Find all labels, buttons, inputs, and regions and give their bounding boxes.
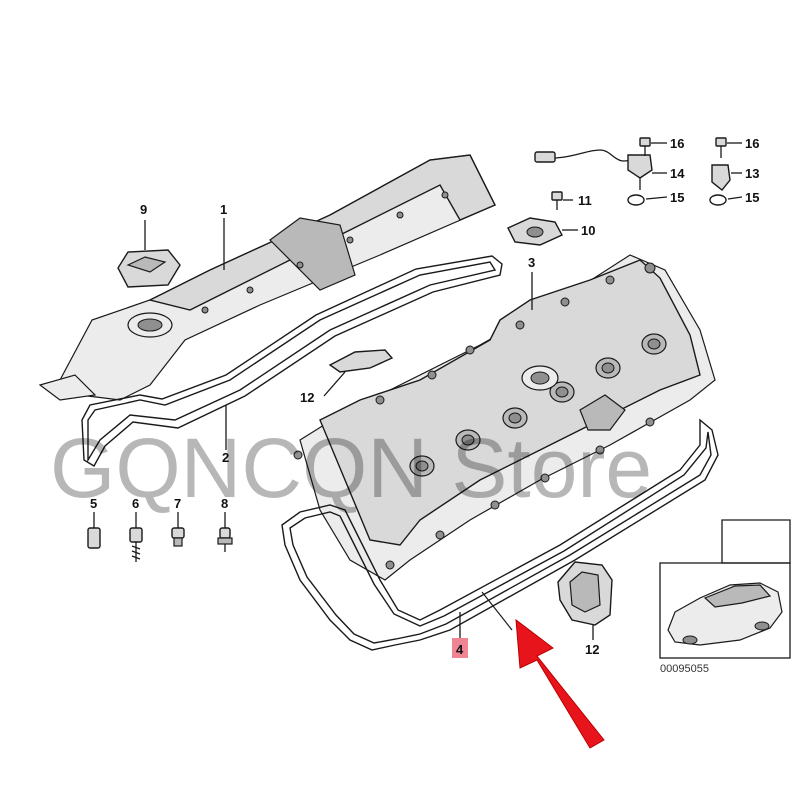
callout-15-right: 15 <box>745 190 759 205</box>
callout-2: 2 <box>222 450 229 465</box>
callout-16-right: 16 <box>745 136 759 151</box>
bolt-5-part <box>87 527 101 549</box>
vehicle-inset: 00095055 <box>659 519 791 675</box>
callout-3: 3 <box>528 255 535 270</box>
sensor-14-part <box>534 149 653 190</box>
grommet-12-bottom-part <box>557 561 613 626</box>
callout-14: 14 <box>670 166 685 181</box>
bolt-8-part <box>217 527 233 552</box>
callout-12-bottom: 12 <box>585 642 599 657</box>
upper-cover-part <box>38 154 496 401</box>
bolt-16b-part <box>715 137 727 158</box>
oring-15a-part <box>627 194 645 206</box>
callout-7: 7 <box>174 496 181 511</box>
callout-4: 4 <box>456 642 464 657</box>
callout-16-left: 16 <box>670 136 684 151</box>
car-icon <box>667 582 783 646</box>
callout-9: 9 <box>140 202 147 217</box>
gasket-4-part <box>281 418 719 651</box>
highlight-box-4 <box>452 638 468 658</box>
bolt-11-part <box>551 191 563 210</box>
callout-1: 1 <box>220 202 227 217</box>
callout-12-top: 12 <box>300 390 314 405</box>
callout-15-left: 15 <box>670 190 684 205</box>
callout-6: 6 <box>132 496 139 511</box>
bolt-16a-part <box>639 137 651 156</box>
watermark: GQNCQN Store <box>50 421 652 515</box>
leader-lines <box>93 142 743 640</box>
oil-cap-part <box>117 249 181 288</box>
callout-5: 5 <box>90 496 97 511</box>
cover-10-part <box>507 217 563 246</box>
oring-15b-part <box>709 194 727 206</box>
sensor-13-part <box>711 164 731 191</box>
callout-11: 11 <box>578 193 592 208</box>
callout-8: 8 <box>221 496 228 511</box>
red-arrow-icon <box>481 591 605 749</box>
callout-13: 13 <box>745 166 759 181</box>
bolt-7-part <box>171 527 185 547</box>
inset-code: 00095055 <box>660 663 709 675</box>
grommet-12-top-part <box>328 349 394 373</box>
gasket-2-part <box>81 255 503 467</box>
callout-10: 10 <box>581 223 595 238</box>
callout-labels: 1 9 3 2 12 5 6 7 8 4 12 11 10 16 14 15 1… <box>90 136 759 658</box>
valve-cover-part <box>293 254 716 581</box>
bolt-6-part <box>129 527 143 562</box>
